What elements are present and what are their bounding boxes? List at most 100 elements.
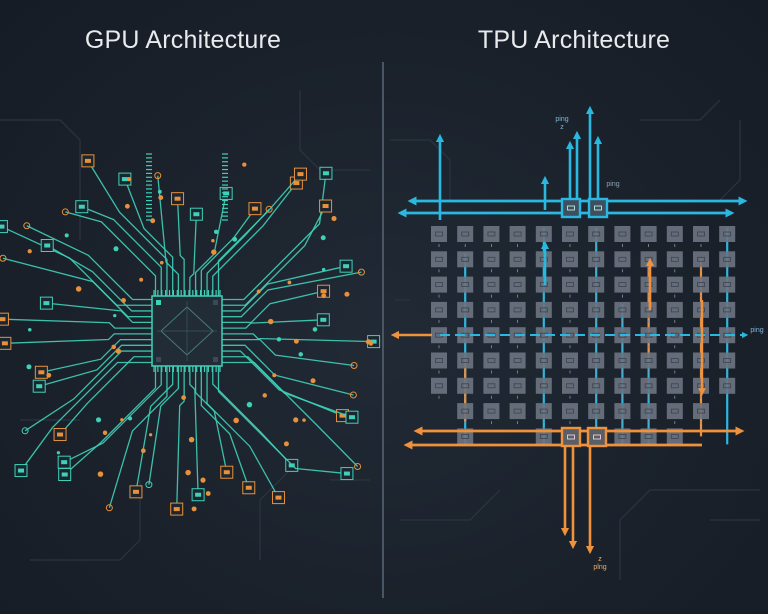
gpu-node (350, 362, 358, 370)
pe-cell (457, 226, 474, 242)
gpu-trace (222, 319, 324, 329)
gpu-trace (194, 193, 227, 296)
pe-glyph (513, 256, 522, 262)
background-trace (719, 120, 741, 201)
processing-element (431, 377, 447, 399)
pe-cell (719, 251, 736, 268)
pe-cell (666, 352, 683, 369)
pe-cell (614, 276, 631, 293)
gpu-dot (321, 267, 326, 272)
pe-glyph (644, 383, 653, 389)
highlighted-pe-top (587, 197, 609, 219)
processing-element (535, 301, 552, 323)
pe-cell (719, 276, 736, 293)
gpu-dot (331, 216, 337, 222)
gpu-node (21, 427, 29, 435)
gpu-trace (26, 225, 152, 301)
processing-element (640, 352, 657, 374)
pe-cell (509, 251, 526, 268)
gpu-component-glyph (57, 432, 64, 437)
gpu-component-glyph (174, 196, 181, 201)
pe-cell (666, 301, 683, 318)
processing-element (640, 377, 657, 399)
gpu-dot (213, 229, 219, 235)
gpu-trace (46, 302, 152, 324)
gpu-trace (39, 344, 152, 387)
chip-marker (156, 300, 161, 305)
gpu-trace (222, 290, 324, 324)
gpu-trace (222, 338, 355, 367)
gpu-dot (97, 471, 104, 477)
pe-glyph (487, 358, 496, 363)
pe-glyph (697, 282, 705, 288)
gpu-trace (87, 160, 168, 296)
processing-element (483, 276, 500, 298)
gpu-trace (222, 344, 354, 396)
pe-cell (457, 352, 474, 369)
pe-cell (509, 226, 526, 242)
gpu-node (23, 222, 31, 230)
pe-glyph (513, 383, 522, 389)
pe-glyph (670, 307, 679, 313)
gpu-component-glyph (78, 204, 85, 209)
highlighted-pe-bottom (586, 426, 608, 448)
gpu-trace (124, 178, 174, 296)
gpu-node (154, 172, 162, 180)
pe-cell (614, 352, 631, 369)
pe-glyph (487, 307, 496, 313)
tpu-bottom-output-bus (403, 257, 745, 555)
tpu-architecture-title: TPU Architecture (477, 26, 671, 54)
pe-glyph (618, 358, 627, 363)
pe-glyph (539, 231, 548, 237)
pe-cell (562, 301, 578, 318)
gpu-trace (217, 366, 347, 475)
gpu-dot (127, 416, 133, 421)
gpu-component-glyph (1, 341, 8, 346)
pe-cell (509, 352, 526, 369)
processing-element (431, 251, 447, 273)
pe-glyph (644, 282, 653, 288)
gpu-trace (148, 366, 180, 485)
processing-element (614, 377, 631, 399)
pe-glyph (513, 408, 522, 414)
processing-element (693, 276, 709, 298)
processing-element (614, 251, 631, 273)
pe-cell (509, 377, 526, 394)
gpu-dot (185, 469, 191, 476)
processing-element (431, 226, 447, 247)
pe-glyph (670, 383, 679, 389)
gpu-dot (310, 378, 316, 384)
gpu-trace (4, 333, 152, 344)
processing-element (666, 403, 683, 425)
pe-glyph (566, 231, 574, 237)
processing-element (509, 327, 526, 349)
gpu-trace (222, 271, 362, 318)
processing-element (509, 276, 526, 298)
gpu-dot (211, 238, 215, 243)
pe-glyph (461, 358, 470, 363)
gpu-dot (75, 286, 82, 292)
processing-element (666, 251, 683, 273)
pe-glyph (723, 282, 732, 288)
pe-cell (457, 403, 474, 420)
gpu-trace (217, 173, 301, 296)
pe-cell (457, 327, 474, 344)
pe-glyph (566, 282, 574, 288)
background-trace (259, 459, 301, 560)
label-top-ping: ping (555, 116, 568, 123)
pe-glyph (461, 408, 470, 414)
processing-element (666, 352, 683, 374)
pe-glyph (539, 358, 548, 363)
processing-element (693, 403, 709, 425)
gpu-component-glyph (343, 264, 350, 269)
processing-element (693, 226, 709, 247)
gpu-dot (113, 314, 117, 318)
gpu-trace (64, 366, 157, 475)
pe-cell (431, 251, 447, 268)
gpu-dot (140, 448, 146, 454)
gpu-component-glyph (173, 507, 180, 512)
gpu-trace (59, 356, 152, 435)
pe-glyph (618, 282, 627, 288)
gpu-trace (222, 361, 359, 467)
